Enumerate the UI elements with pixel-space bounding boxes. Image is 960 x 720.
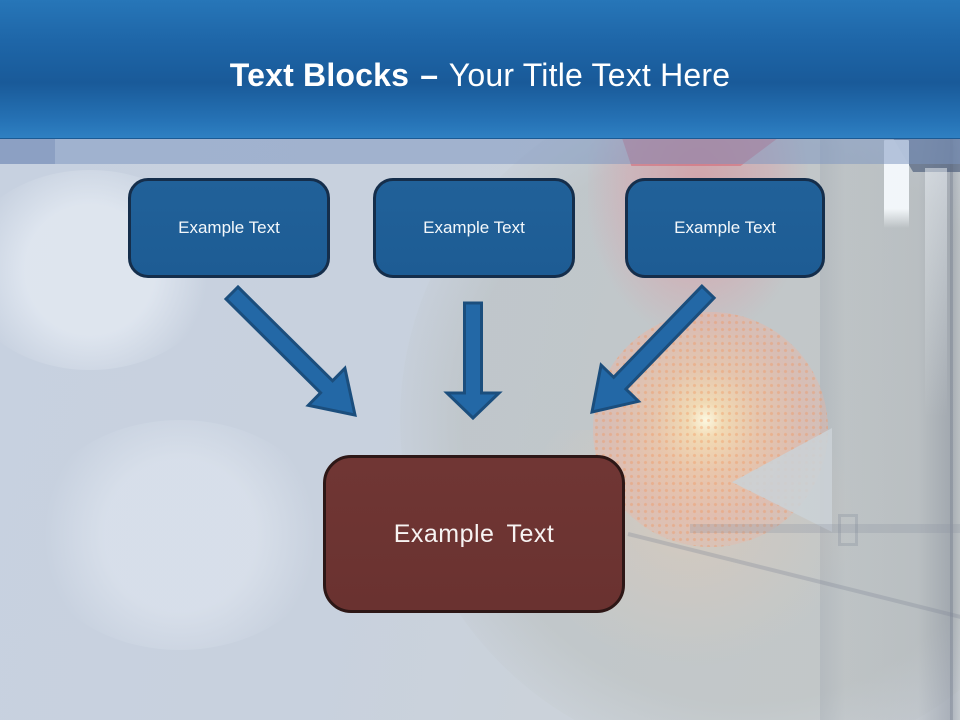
title-topic: Text Blocks: [229, 56, 410, 93]
light-reflection: [925, 168, 947, 418]
result-block: Example Text: [323, 455, 625, 613]
support-bracket: [838, 514, 858, 546]
pole-edge-line: [950, 138, 953, 720]
text-block-3: Example Text: [625, 178, 825, 278]
text-block-2: Example Text: [373, 178, 575, 278]
photo-tint-band-edge: [0, 138, 55, 164]
slide-title: Text Blocks – Your Title Text Here: [230, 45, 731, 94]
text-block-2-label: Example Text: [423, 218, 525, 237]
support-arm: [690, 524, 960, 533]
title-dash: –: [420, 56, 439, 93]
text-block-1: Example Text: [128, 178, 330, 278]
photo-tint-band: [0, 138, 960, 164]
result-block-label: Example Text: [393, 519, 555, 548]
title-subtitle: Your Title Text Here: [448, 56, 731, 93]
slide-header: Text Blocks – Your Title Text Here: [0, 0, 960, 139]
text-block-3-label: Example Text: [674, 218, 776, 237]
text-block-1-label: Example Text: [178, 218, 280, 237]
cloud-highlight: [30, 420, 330, 650]
